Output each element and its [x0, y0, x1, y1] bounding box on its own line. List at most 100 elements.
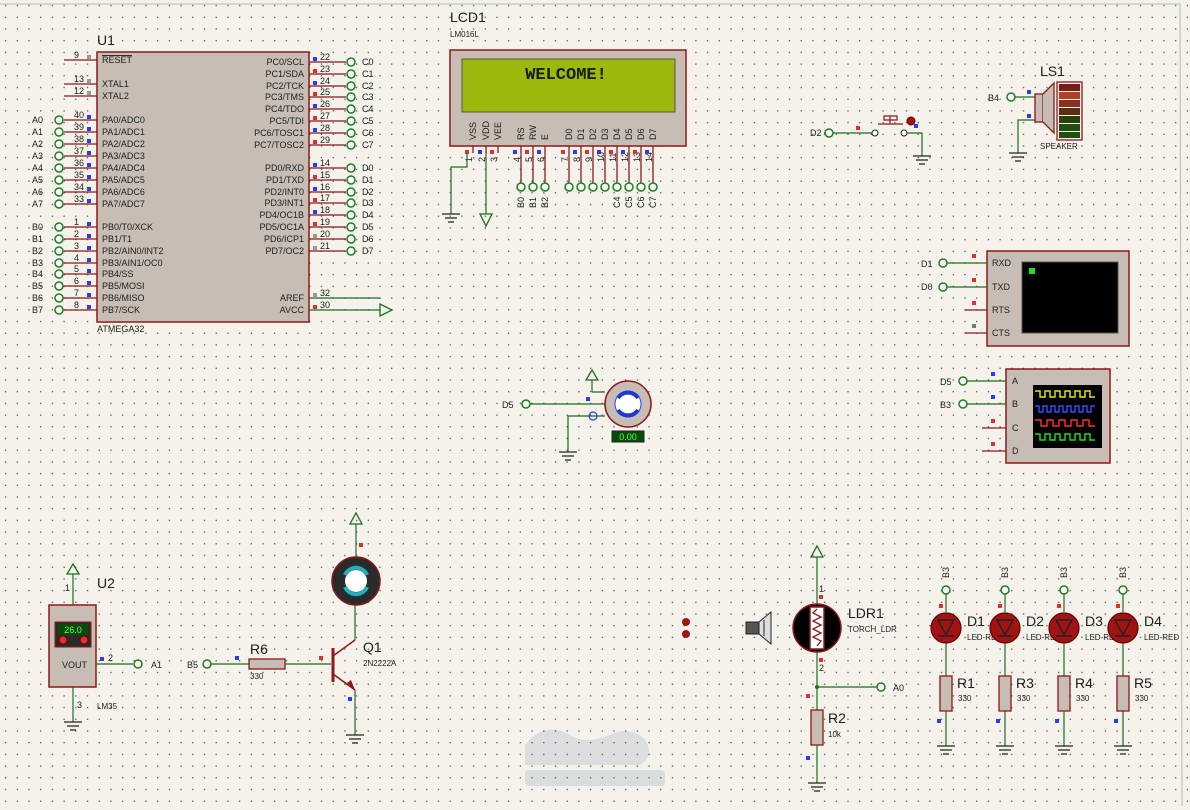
lcd-net-terminal[interactable]: C6: [636, 160, 646, 208]
terminal-pin[interactable]: RXD: [972, 254, 1012, 268]
lcd-pin[interactable]: RS4: [512, 127, 526, 162]
lcd-net-terminal[interactable]: B0: [516, 160, 526, 208]
lcd-pin[interactable]: D18: [572, 128, 586, 162]
led-body[interactable]: [1107, 612, 1139, 644]
lcd-data-terminal[interactable]: [576, 182, 586, 192]
scope-channel[interactable]: D: [982, 442, 1019, 456]
led-resistor[interactable]: [998, 675, 1012, 712]
terminal-pin[interactable]: TXD: [972, 278, 1011, 292]
pin-label: PC3/TMS: [265, 92, 304, 102]
scope-channel[interactable]: A: [991, 372, 1018, 386]
speaker[interactable]: LS1 SPEAKER B4: [988, 63, 1083, 162]
lcd-display[interactable]: LCD1 LM016L WELCOME! VSS1VDD2VEE3RS4RW5E…: [442, 9, 687, 228]
mcu-body[interactable]: [96, 51, 310, 323]
lcd-pin[interactable]: D07: [560, 128, 574, 162]
push-button-switch[interactable]: D2: [810, 115, 931, 165]
lcd-data-terminal[interactable]: [588, 182, 598, 192]
lcd-net-terminal[interactable]: C5: [624, 160, 634, 208]
light-sensor-ldr[interactable]: 1 LDR1 TORCH_LDR 2 A0 R2 10k: [682, 544, 904, 792]
servo-motor[interactable]: D5 0.00: [502, 368, 652, 461]
lcd-pin[interactable]: E6: [536, 134, 550, 162]
led-resistor[interactable]: [1116, 675, 1130, 712]
temperature-sensor-lm35[interactable]: U2 LM35 1 26.0 VOUT 2 A1 3: [48, 562, 162, 731]
led-resistor[interactable]: [1057, 675, 1071, 712]
terminal-pin[interactable]: RTS: [965, 301, 1010, 315]
lcd-net-terminal[interactable]: C4: [612, 160, 622, 208]
led-array[interactable]: B3D1LED-REDR1330B3D2LED-REDR3330B3D3LED-…: [930, 567, 1179, 755]
lcd-data-terminal[interactable]: [600, 182, 610, 192]
scope-channel[interactable]: C: [982, 419, 1019, 433]
resistor-r2[interactable]: [810, 709, 824, 746]
lcd-net-terminal[interactable]: C7: [648, 160, 658, 208]
led-body[interactable]: [989, 612, 1021, 644]
motor-driver[interactable]: B5 R6 330 Q1 2N2222A: [187, 511, 397, 744]
led-resistor[interactable]: [939, 675, 953, 712]
resistor-r6[interactable]: [248, 658, 286, 670]
lcd-pin[interactable]: RW5: [524, 125, 538, 162]
scope-channel[interactable]: B: [991, 395, 1018, 409]
r2-ref: R2: [828, 710, 846, 726]
led-body[interactable]: [930, 612, 962, 644]
torch-icon[interactable]: [745, 610, 772, 646]
terminal-pin[interactable]: CTS: [965, 324, 1010, 338]
lcd-net-terminal[interactable]: B2: [540, 160, 550, 208]
lcd-pin[interactable]: D29: [584, 128, 598, 162]
led-body[interactable]: [1048, 612, 1080, 644]
lcd-net-terminal[interactable]: B1: [528, 160, 538, 208]
lcd-data-terminal[interactable]: [564, 182, 574, 192]
